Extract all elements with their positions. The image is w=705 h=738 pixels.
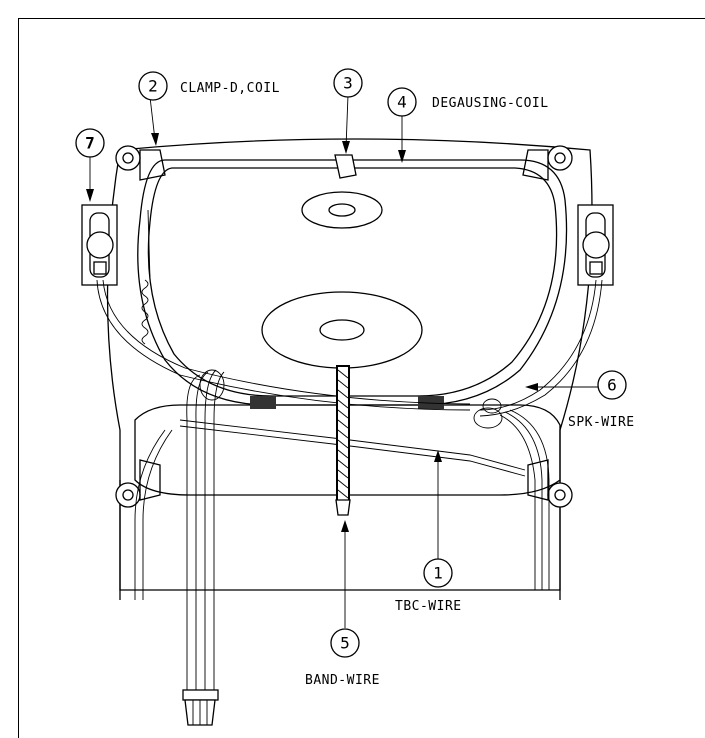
spk-wire-left-2: [102, 279, 471, 405]
callout-5-label: BAND-WIRE: [305, 673, 380, 688]
tbc-wire-upper: [147, 209, 151, 281]
coil-tape-right: [418, 396, 444, 409]
leader-7-arrow: [86, 189, 94, 202]
main-harness-left: [186, 374, 201, 690]
coil-clamp-icon: [115, 459, 161, 508]
callout-1: 1 TBC-WIRE: [395, 558, 462, 614]
harness-loop: [199, 369, 225, 401]
leader-2-arrow: [151, 133, 159, 146]
screen-ellipse-main-inner: [319, 319, 365, 341]
left-wire-curve-2: [142, 429, 173, 600]
screen-ellipse-main-outer: [261, 291, 423, 369]
tbc-wire-spring: [141, 279, 149, 345]
top-coil-clamp: [334, 154, 357, 179]
band-wire-terminal: [335, 499, 351, 516]
leader-2: [149, 96, 156, 141]
leader-6-arrow: [525, 383, 538, 391]
coil-clamp-icon: [115, 145, 166, 181]
screen-ellipse-top-inner: [328, 203, 356, 217]
spk-wire-loop: [473, 407, 503, 429]
main-harness-left-2: [195, 371, 209, 690]
callout-2: 2 CLAMP-D,COIL: [138, 71, 280, 101]
screen-ellipse-top-outer: [301, 191, 383, 229]
callout-2-label: CLAMP-D,COIL: [180, 81, 280, 96]
speaker-icon: [81, 204, 118, 286]
coil-tape-left: [250, 396, 276, 409]
leader-3-arrow: [342, 141, 350, 154]
connector-plug-icon: [182, 689, 219, 726]
svg-text:4: 4: [397, 93, 407, 112]
speaker-icon: [577, 204, 614, 286]
callout-7: 7: [75, 128, 105, 158]
leader-5-arrow: [341, 520, 349, 532]
leader-1-arrow: [434, 450, 442, 462]
spk-wire-right-down-3: [509, 409, 550, 590]
callout-6: 6 SPK-WIRE: [568, 370, 635, 430]
degaussing-coil-inner: [147, 167, 558, 397]
svg-text:2: 2: [148, 77, 158, 96]
tbc-wire-diagonal-2: [179, 425, 526, 477]
leader-4-arrow: [398, 150, 406, 163]
callout-3: 3: [333, 68, 363, 98]
crt-outer-body: [106, 138, 593, 591]
spk-wire-right-down-2: [504, 411, 543, 590]
main-harness-left-3: [204, 369, 217, 690]
coil-clamp-icon: [527, 459, 573, 508]
band-wire-braid: [337, 369, 349, 499]
left-wire-curve: [134, 429, 166, 600]
spk-wire-left: [96, 279, 471, 411]
tbc-wire-diagonal: [179, 419, 526, 471]
svg-text:5: 5: [340, 634, 350, 653]
spk-wire-right-2: [479, 279, 603, 417]
callout-5: 5 BAND-WIRE: [305, 628, 380, 688]
svg-text:7: 7: [85, 134, 95, 153]
diagram-frame: [18, 18, 705, 738]
svg-text:3: 3: [343, 74, 353, 93]
spk-wire-right-down: [499, 414, 536, 590]
callout-4: 4 DEGAUSING-COIL: [387, 87, 549, 117]
callout-1-label: TBC-WIRE: [395, 599, 462, 614]
spk-wire-loop-2: [482, 398, 502, 414]
callout-6-label: SPK-WIRE: [568, 415, 635, 430]
svg-text:1: 1: [433, 564, 443, 583]
main-harness-left-4: [213, 371, 225, 690]
leader-3: [345, 94, 349, 149]
callout-4-label: DEGAUSING-COIL: [432, 96, 549, 111]
coil-clamp-icon: [522, 145, 573, 181]
svg-text:6: 6: [607, 376, 617, 395]
